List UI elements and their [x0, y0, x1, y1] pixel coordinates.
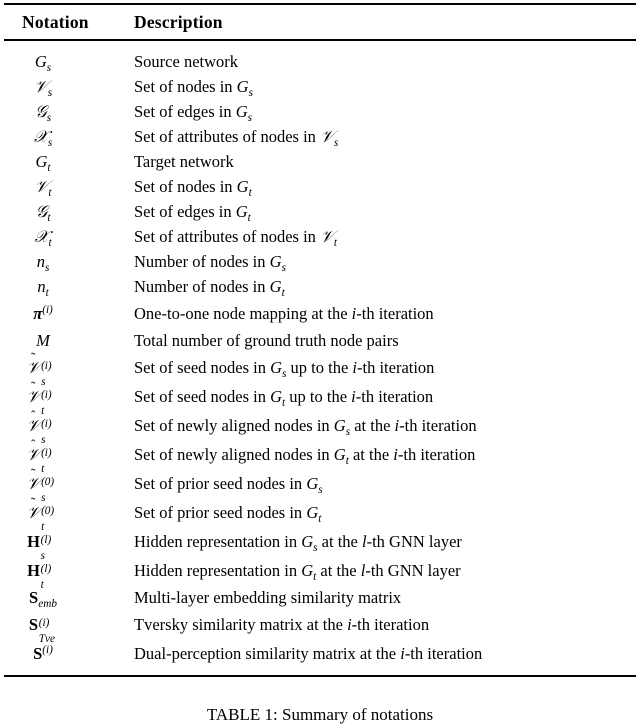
- notation-symbol: H(l)t: [27, 561, 52, 591]
- notation-symbol: π(i): [33, 304, 53, 324]
- notation-symbol: 𝒢t: [35, 202, 51, 224]
- notation-symbol: ns: [36, 252, 50, 274]
- notation-table: Notation Description: [4, 5, 636, 39]
- notation-description: Set of newly aligned nodes in Gs at the …: [134, 416, 477, 438]
- notation-symbol: 𝒱s: [33, 77, 53, 99]
- notation-symbol: 𝒱˜(i)t: [26, 379, 52, 417]
- table-row: 𝒱˜(0)s Set of prior seed nodes in Gs: [4, 466, 636, 504]
- table-header-row: Notation Description: [4, 5, 636, 39]
- notation-description: Source network: [134, 52, 239, 72]
- notation-description: Set of edges in Gs: [134, 102, 253, 124]
- table-bottom-rule: [4, 675, 636, 677]
- table-row: 𝒱˜(i)t Set of seed nodes in Gt up to the …: [4, 379, 636, 417]
- notation-symbol: 𝒱˜(0)t: [26, 495, 55, 533]
- table-row: 𝒱t Set of nodes in Gt: [4, 175, 636, 200]
- table-row: nt Number of nodes in Gt: [4, 275, 636, 300]
- notation-symbol: nt: [37, 277, 49, 299]
- table-row: Gt Target network: [4, 150, 636, 175]
- table-row: π(i) One-to-one node mapping at the i-th …: [4, 300, 636, 329]
- notation-symbol: 𝒱˜(i)s: [26, 350, 52, 388]
- notation-description: Set of prior seed nodes in Gt: [134, 503, 322, 525]
- notation-description: Target network: [134, 152, 234, 172]
- table-row: ns Number of nodes in Gs: [4, 250, 636, 275]
- notation-symbol: 𝒢s: [34, 102, 52, 124]
- table-row: 𝒱s Set of nodes in Gs: [4, 75, 636, 100]
- table-row: 𝒢t Set of edges in Gt: [4, 200, 636, 225]
- notation-description: One-to-one node mapping at the i-th iter…: [134, 304, 434, 324]
- notation-symbol: S(i)Tve: [28, 615, 55, 645]
- table-row: M Total number of ground truth node pairs: [4, 329, 636, 354]
- notation-description: Total number of ground truth node pairs: [134, 331, 399, 351]
- table-row: 𝒳s Set of attributes of nodes in 𝒱s: [4, 125, 636, 150]
- notation-symbol: Gt: [35, 152, 51, 174]
- table-row: Gs Source network: [4, 41, 636, 75]
- notation-description: Hidden representation in Gs at the l-th …: [134, 532, 462, 554]
- notation-description: Set of seed nodes in Gs up to the i-th i…: [134, 358, 435, 380]
- notation-description: Set of edges in Gt: [134, 202, 251, 224]
- notation-symbol: 𝒳s: [33, 127, 53, 149]
- table-top-rule: [4, 3, 636, 5]
- table-row: 𝒱˜(i)s Set of seed nodes in Gs up to the …: [4, 350, 636, 388]
- notation-description: Dual-perception similarity matrix at the…: [134, 644, 483, 664]
- column-header-description: Description: [134, 12, 223, 32]
- column-header-notation: Notation: [22, 12, 89, 32]
- table-row: 𝒱˜(0)t Set of prior seed nodes in Gt: [4, 495, 636, 533]
- notation-description: Set of seed nodes in Gt up to the i-th i…: [134, 387, 434, 409]
- table-row: H(l)t Hidden representation in Gt at the …: [4, 557, 636, 591]
- notation-description: Set of newly aligned nodes in Gt at the …: [134, 445, 476, 467]
- table-row: Semb Multi-layer embedding similarity mat…: [4, 586, 636, 611]
- notation-symbol: Gs: [34, 52, 52, 74]
- notation-description: Set of prior seed nodes in Gs: [134, 474, 323, 496]
- notation-description: Number of nodes in Gs: [134, 252, 286, 274]
- notation-symbol: Semb: [29, 588, 57, 610]
- notation-description: Multi-layer embedding similarity matrix: [134, 588, 402, 608]
- table-row: 𝒢s Set of edges in Gs: [4, 100, 636, 125]
- notation-symbol: 𝒳t: [34, 227, 52, 249]
- notation-symbol: 𝒱t: [34, 177, 52, 199]
- notation-description: Hidden representation in Gt at the l-th …: [134, 561, 461, 583]
- table-row: H(l)s Hidden representation in Gs at the …: [4, 528, 636, 562]
- notation-description: Set of nodes in Gt: [134, 177, 252, 199]
- notation-description: Set of nodes in Gs: [134, 77, 253, 99]
- table-caption: TABLE 1: Summary of notations: [206, 705, 434, 724]
- notation-description: Number of nodes in Gt: [134, 277, 285, 299]
- notation-symbol: 𝒱˜(0)s: [26, 466, 55, 504]
- table-row: 𝒳t Set of attributes of nodes in 𝒱t: [4, 225, 636, 250]
- notation-description: Set of attributes of nodes in 𝒱t: [134, 227, 337, 249]
- table-row: S(i)Tve Tversky similarity matrix at the …: [4, 611, 636, 645]
- notation-description: Tversky similarity matrix at the i-th it…: [134, 615, 430, 635]
- table-row: S(i) Dual-perception similarity matrix at…: [4, 640, 636, 674]
- notation-symbol: M: [36, 331, 50, 351]
- notation-symbol: S(i): [33, 644, 53, 664]
- table-header-rule: [4, 39, 636, 41]
- notation-description: Set of attributes of nodes in 𝒱s: [134, 127, 339, 149]
- notation-symbol: H(l)s: [27, 532, 52, 562]
